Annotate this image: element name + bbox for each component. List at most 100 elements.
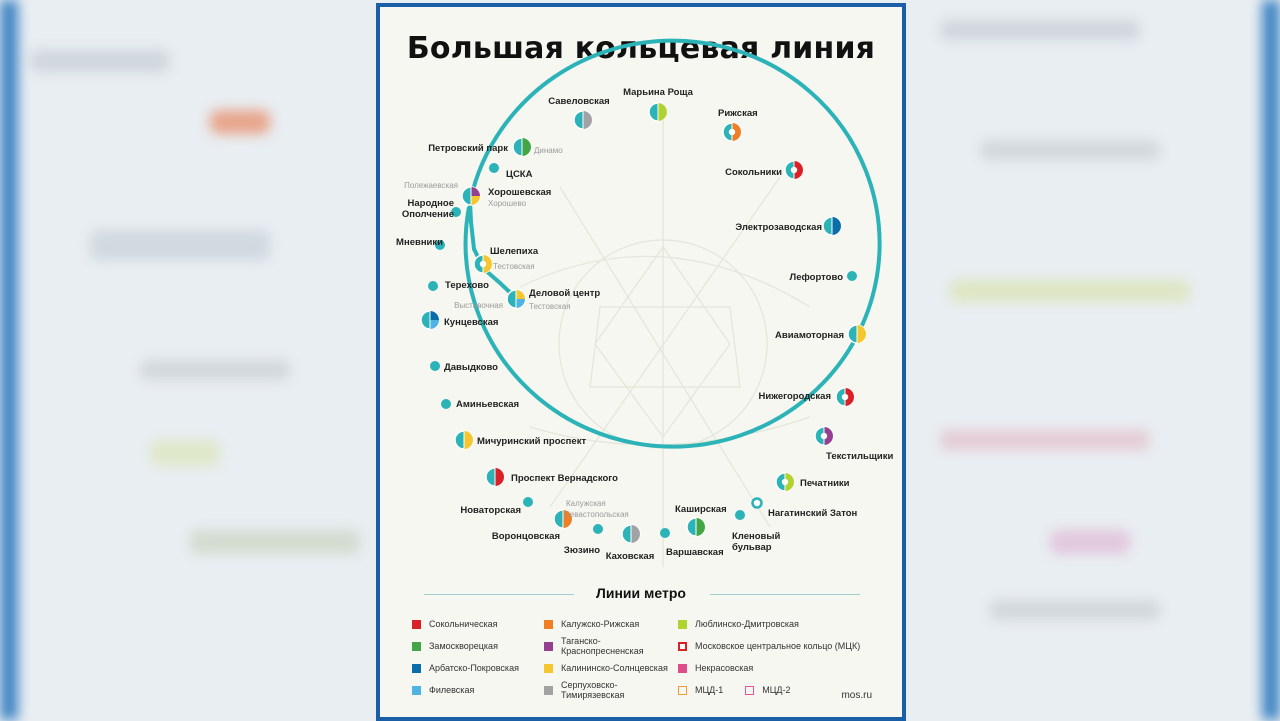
- station-label-michurinsky-prospekt: Мичуринский проспект: [477, 436, 586, 447]
- legend-label: Арбатско-Покровская: [429, 663, 519, 673]
- station-label-kakhovskaya: Каховская: [606, 551, 655, 562]
- transfer-label-polezhaevskaya: Полежаевская: [404, 181, 458, 190]
- station-marker-29: [473, 254, 493, 274]
- stations: [420, 102, 867, 544]
- legend-column-2: Калужско-Рижская Таганско-Краснопресненс…: [544, 613, 668, 701]
- transfer-label-vystavochnaya: Выставочная: [454, 301, 503, 310]
- legend-swatch: [544, 663, 553, 673]
- legend-item: Филевская: [412, 679, 519, 701]
- legend-swatch: [544, 685, 553, 695]
- station-label-petrovsky-park: Петровский парк: [428, 143, 508, 154]
- legend-label: Калининско-Солнцевская: [561, 663, 668, 673]
- station-label-tsska: ЦСКА: [506, 169, 533, 180]
- station-label-tekstilshchiki: Текстильщики: [826, 451, 894, 462]
- legend-item: МЦД-1 МЦД-2: [678, 679, 860, 701]
- legend-item: Сокольническая: [412, 613, 519, 635]
- station-marker-22: [428, 281, 438, 291]
- legend-divider-right: [710, 594, 860, 595]
- legend-swatch: [678, 619, 687, 629]
- ring-line: [463, 38, 882, 449]
- legend-label: Замоскворецкая: [429, 641, 498, 651]
- legend-title: Линии метро: [596, 585, 686, 601]
- station-label-klenovy-bulvar-1: Кленовый: [732, 531, 780, 542]
- legend-label: Люблинско-Дмитровская: [695, 619, 799, 629]
- transfer-label-khoroshevo: Хорошево: [488, 199, 527, 208]
- station-label-zyuzino: Зюзино: [564, 545, 600, 556]
- station-label-nizhegorodskaya: Нижегородская: [759, 391, 831, 402]
- background-network: [519, 117, 811, 567]
- station-label-novatorskaya: Новаторская: [460, 505, 521, 516]
- station-marker-5: [847, 324, 867, 344]
- station-marker-30: [506, 289, 526, 309]
- legend-label: МЦД-2: [762, 685, 791, 695]
- station-label-elektrozavodskaya: Электрозаводская: [735, 222, 822, 233]
- station-marker-13: [621, 524, 641, 544]
- station-marker-11: [686, 517, 706, 537]
- legend-swatch: [678, 663, 687, 673]
- transfer-label-testovskaya-2: Тестовская: [529, 302, 571, 311]
- station-label-shelepikha: Шелепиха: [490, 246, 539, 257]
- station-marker-2: [784, 160, 804, 180]
- transfer-label-testovskaya-1: Тестовская: [493, 262, 535, 271]
- legend-label: Калужско-Рижская: [561, 619, 640, 629]
- legend-swatch: [678, 685, 687, 695]
- legend-swatch: [412, 619, 421, 629]
- station-label-sokolniki: Сокольники: [725, 167, 782, 178]
- station-label-davydkovo: Давыдково: [444, 362, 498, 373]
- station-label-khoroshevskaya: Хорошевская: [488, 187, 551, 198]
- poster: Большая кольцевая линия Марьина Роща Риж…: [376, 3, 906, 721]
- station-label-vorontsovskaya: Воронцовская: [492, 531, 560, 542]
- station-label-klenovy-bulvar-2: бульвар: [732, 542, 772, 553]
- legend-label: Филевская: [429, 685, 475, 695]
- legend-item: Люблинско-Дмитровская: [678, 613, 860, 635]
- station-label-aviamotornaya: Авиамоторная: [775, 330, 844, 341]
- legend-item: Замоскворецкая: [412, 635, 519, 657]
- station-label-varshavskaya: Варшавская: [666, 547, 724, 558]
- station-label-delovoy-tsentr: Деловой центр: [529, 288, 600, 299]
- station-marker-4: [847, 271, 857, 281]
- station-marker-15: [553, 509, 573, 529]
- station-label-aminyevskaya: Аминьевская: [456, 399, 519, 410]
- station-label-kuntsevskaya: Кунцевская: [444, 317, 498, 328]
- legend-swatch: [412, 685, 421, 695]
- station-label-narodnoe-opolchenie-2: Ополчение: [402, 209, 454, 220]
- legend-item: Калининско-Солнцевская: [544, 657, 668, 679]
- station-label-mnevniki: Мневники: [396, 237, 443, 248]
- legend-swatch: [412, 641, 421, 651]
- station-marker-14: [593, 524, 603, 534]
- legend-swatch: [544, 619, 553, 629]
- site-link[interactable]: mos.ru: [841, 690, 872, 701]
- legend-column-1: Сокольническая Замоскворецкая Арбатско-П…: [412, 613, 519, 701]
- legend-swatch: [678, 641, 687, 651]
- station-marker-0: [648, 102, 668, 122]
- station-marker-18: [454, 430, 474, 450]
- station-marker-28: [573, 110, 593, 130]
- station-label-rizhskaya: Рижская: [718, 108, 758, 119]
- background-left-edge: [0, 0, 18, 720]
- station-marker-20: [430, 361, 440, 371]
- station-label-savelovskaya: Савеловская: [548, 96, 609, 107]
- legend-label: Серпуховско-Тимирязевская: [561, 680, 625, 700]
- station-marker-7: [814, 426, 834, 446]
- station-marker-24: [451, 207, 461, 217]
- station-label-terekhovo: Терехово: [445, 280, 489, 291]
- legend-divider-left: [424, 594, 574, 595]
- transfer-labels: Динамо Полежаевская Хорошево Тестовская …: [404, 146, 629, 519]
- station-marker-3: [822, 216, 842, 236]
- station-labels: Марьина Роща Рижская Сокольники Электроз…: [396, 87, 893, 562]
- station-marker-16: [523, 497, 533, 507]
- station-marker-23: [435, 240, 445, 250]
- legend-item: Калужско-Рижская: [544, 613, 668, 635]
- legend-label: Московское центральное кольцо (МЦК): [695, 641, 861, 651]
- legend-item: Таганско-Краснопресненская: [544, 635, 668, 657]
- legend-label: Таганско-Краснопресненская: [561, 636, 644, 656]
- transfer-label-kaluzhskaya: Калужская: [566, 499, 606, 508]
- legend-label: Сокольническая: [429, 619, 498, 629]
- station-marker-19: [441, 399, 451, 409]
- legend-swatch: [544, 641, 553, 651]
- station-marker-6: [835, 387, 855, 407]
- station-marker-1: [722, 122, 742, 142]
- station-label-nagatinsky-zaton: Нагатинский Затон: [768, 508, 858, 519]
- legend-label: МЦД-1: [695, 685, 724, 695]
